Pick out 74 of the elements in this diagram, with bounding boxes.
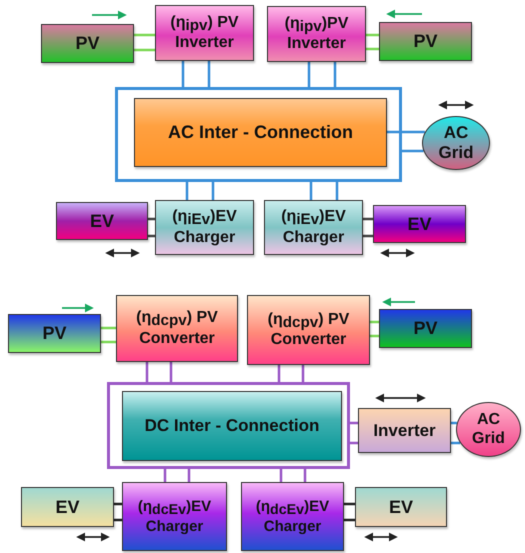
connector-line xyxy=(387,130,425,134)
connector-line xyxy=(363,218,373,220)
connector-line xyxy=(134,34,155,36)
node-label: AC Grid xyxy=(471,411,506,448)
connector-line xyxy=(451,422,457,424)
node-label: DC Inter - Connection xyxy=(144,416,320,436)
connector-line xyxy=(366,48,379,50)
connector-line xyxy=(164,469,166,482)
component-box xyxy=(379,309,472,348)
connector-line xyxy=(114,502,122,506)
component-box xyxy=(241,482,344,551)
connector-line xyxy=(344,518,355,522)
connector-line xyxy=(101,340,116,344)
connector-line xyxy=(336,182,338,200)
component-box xyxy=(379,22,472,61)
bus-frame xyxy=(107,382,350,469)
component-box xyxy=(56,202,148,240)
node-label: Inverter xyxy=(373,420,436,440)
node-label: AC Inter - Connection xyxy=(168,122,353,143)
node-label: PV xyxy=(75,33,100,54)
connector-line xyxy=(208,61,210,87)
bus-frame xyxy=(115,87,402,182)
connector-line xyxy=(114,518,122,522)
node-label: PV xyxy=(413,318,438,339)
component-box xyxy=(155,5,254,61)
connector-line xyxy=(302,365,304,382)
node-label: EV xyxy=(388,496,413,518)
node-label: EV xyxy=(90,210,114,232)
connector-line xyxy=(188,469,190,482)
connector-line xyxy=(101,326,116,330)
node-label: EV xyxy=(55,496,80,518)
connector-line xyxy=(350,422,358,424)
connector-line xyxy=(280,469,282,482)
connector-line xyxy=(366,34,379,36)
grid-circle xyxy=(456,402,521,457)
connector-line xyxy=(170,362,172,382)
connector-line xyxy=(402,150,424,152)
component-box xyxy=(21,487,114,527)
connector-line xyxy=(304,469,306,482)
component-box xyxy=(134,98,387,167)
connector-line xyxy=(344,502,355,506)
connector-line xyxy=(370,320,379,324)
component-box xyxy=(122,391,342,461)
connector-line xyxy=(451,442,460,444)
component-box xyxy=(247,295,370,365)
connector-line xyxy=(182,61,184,87)
connector-line xyxy=(363,234,373,238)
connector-line xyxy=(212,182,214,200)
component-box xyxy=(8,314,101,353)
component-box xyxy=(41,24,134,63)
component-box xyxy=(355,487,447,527)
connector-line xyxy=(308,62,310,87)
component-box xyxy=(264,200,363,255)
connector-line xyxy=(134,48,155,52)
component-box xyxy=(122,482,227,551)
grid-circle xyxy=(422,116,490,170)
node-label: AC Grid xyxy=(438,123,474,163)
connector-line xyxy=(278,365,280,382)
component-box xyxy=(116,295,238,362)
connector-line xyxy=(310,182,312,200)
node-label: PV xyxy=(413,31,438,52)
component-box xyxy=(373,205,466,243)
component-box xyxy=(155,200,254,255)
connector-line xyxy=(350,442,358,444)
connector-line xyxy=(148,234,155,238)
connector-line xyxy=(370,334,379,338)
component-box xyxy=(358,408,451,453)
node-label: EV xyxy=(407,214,432,234)
node-label: PV xyxy=(42,323,66,344)
connector-line xyxy=(186,182,188,200)
connector-line xyxy=(148,218,155,220)
connector-line xyxy=(334,62,336,87)
connector-line xyxy=(146,362,148,382)
component-box xyxy=(267,6,366,62)
